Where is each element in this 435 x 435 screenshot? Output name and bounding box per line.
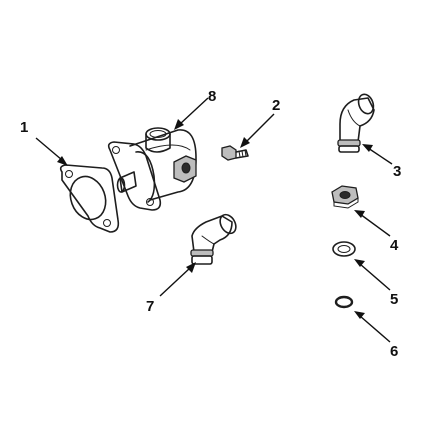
callout-8: 8 xyxy=(208,88,216,105)
callout-4: 4 xyxy=(390,237,399,254)
capscrew-part xyxy=(221,145,249,161)
callout-6: 6 xyxy=(390,343,398,360)
leader-3 xyxy=(362,144,393,165)
callout-5: 5 xyxy=(390,291,398,308)
washer-part xyxy=(332,241,356,257)
leader-7 xyxy=(159,262,196,297)
callout-2: 2 xyxy=(272,97,280,114)
elbow-large-part xyxy=(337,93,375,153)
hex-nut-part xyxy=(331,185,359,209)
callout-7: 7 xyxy=(146,298,154,315)
callout-1: 1 xyxy=(20,119,28,136)
callout-3: 3 xyxy=(393,163,401,180)
leader-5 xyxy=(354,259,391,291)
elbow-small-part xyxy=(190,213,237,265)
leader-6 xyxy=(354,311,391,343)
leader-1 xyxy=(35,137,68,166)
leader-2 xyxy=(240,113,275,148)
leader-8 xyxy=(174,97,209,130)
leader-4 xyxy=(354,210,391,237)
housing-part xyxy=(107,127,197,211)
o-ring-part xyxy=(334,295,354,309)
gasket-part xyxy=(59,164,120,233)
